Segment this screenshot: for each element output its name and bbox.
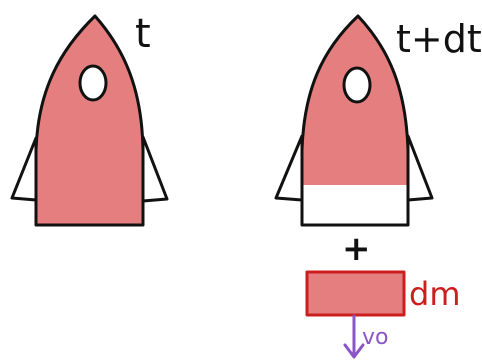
rocket-left-fin: [10, 136, 38, 202]
exhaust-velocity-arrow: vo: [343, 314, 388, 359]
rocket-at-t: t: [10, 11, 169, 227]
rocket-body: [34, 14, 145, 227]
dm-label: dm: [409, 275, 460, 313]
rocket-window: [342, 66, 372, 104]
time-label-t-plus-dt: t+dt: [396, 17, 482, 61]
velocity-arrowhead: [343, 343, 365, 359]
dm-block: [305, 270, 406, 317]
rocket-body-ejected-section: [302, 185, 408, 225]
rocket-right-fin: [141, 135, 169, 203]
rocket-right-fin: [406, 134, 434, 202]
rocket-body-outline: [300, 14, 410, 227]
velocity-label: vo: [362, 325, 388, 350]
rocket-window: [78, 64, 108, 102]
time-label-t: t: [135, 11, 151, 57]
mass-element-dm: dm: [305, 270, 460, 317]
rocket-at-t-plus-dt: t+dt: [274, 14, 482, 227]
plus-sign: +: [342, 229, 371, 269]
rocket-left-fin: [274, 134, 304, 202]
